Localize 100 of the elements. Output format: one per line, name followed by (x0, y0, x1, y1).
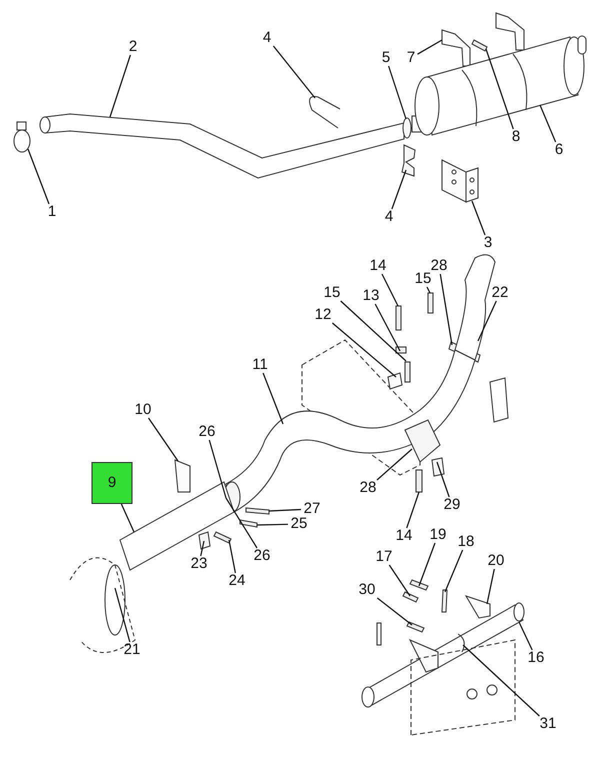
clip (441, 590, 448, 612)
clamp (198, 531, 211, 550)
bolt (240, 519, 258, 528)
leader-line (477, 300, 497, 342)
leader-line (426, 286, 431, 294)
clamp (402, 118, 412, 138)
leader-line (114, 588, 130, 642)
exhaust-pipe (119, 481, 235, 571)
callout-number: 8 (512, 129, 520, 145)
callout-number: 12 (314, 307, 332, 323)
callout-number: 15 (414, 271, 432, 287)
bolt (246, 507, 270, 515)
callout-number: 26 (254, 548, 270, 564)
leader-line (406, 492, 420, 528)
callout-number: 4 (384, 209, 394, 225)
leader-line (340, 300, 406, 362)
bolt (428, 292, 434, 314)
bolt (471, 39, 488, 52)
callout-number: 7 (406, 50, 416, 66)
bracket (496, 12, 524, 50)
callout-number: 16 (528, 650, 544, 666)
leader-line (374, 304, 401, 352)
clamp (404, 419, 441, 463)
callout-number: 5 (382, 50, 390, 66)
leader-line (208, 440, 227, 498)
bolt (406, 621, 425, 633)
callout-number: 21 (124, 642, 140, 658)
callout-number: 14 (396, 528, 412, 544)
leader-line (268, 508, 302, 512)
callout-number: 24 (228, 573, 246, 589)
callout-number: 27 (304, 501, 320, 517)
clamp (309, 96, 340, 128)
leader-line (391, 170, 407, 210)
leader-line (436, 462, 450, 498)
leader-line (381, 274, 399, 306)
leader-line (376, 598, 412, 626)
leader-line (120, 504, 135, 532)
leader-line (539, 104, 556, 142)
callout-number: 11 (252, 357, 268, 373)
bracket (464, 595, 490, 619)
leader-line (332, 322, 396, 378)
leader-line (485, 48, 514, 130)
callout-number: 17 (376, 549, 392, 565)
leader-line (27, 148, 50, 204)
leader-line (418, 542, 436, 586)
clamp (14, 122, 30, 152)
leader-line (226, 498, 258, 548)
callout-number: 20 (488, 553, 504, 569)
callout-number: 28 (360, 480, 376, 496)
callout-number: 4 (262, 30, 272, 46)
leader-line (272, 46, 316, 98)
leader-line (444, 550, 464, 592)
callout-number: 14 (370, 258, 386, 274)
clip (376, 622, 382, 646)
callout-number: 2 (128, 39, 138, 55)
leader-line (109, 54, 131, 118)
leader-line (200, 540, 205, 556)
bracket (442, 29, 470, 66)
callout-number: 22 (492, 285, 508, 301)
clamp (401, 144, 416, 177)
leader-line (486, 568, 495, 604)
callout-number: 3 (484, 235, 492, 251)
bolt (416, 470, 422, 492)
callout-number: 29 (444, 497, 460, 513)
callout-number: 13 (362, 288, 380, 304)
leader-line (440, 274, 453, 346)
clamp (431, 457, 445, 477)
leader-line (262, 372, 284, 424)
callout-number: 19 (430, 527, 446, 543)
bracket (442, 159, 478, 203)
bolt (404, 362, 410, 382)
highlighted-callout-number: 9 (92, 462, 132, 504)
bracket (174, 459, 190, 492)
leader-line (471, 200, 486, 236)
leader-line (388, 66, 407, 120)
frame-rail (410, 639, 516, 736)
bracket (408, 639, 438, 673)
callout-number: 23 (190, 556, 208, 572)
leader-line (256, 524, 288, 526)
callout-number: 30 (358, 582, 376, 598)
leader-line (518, 622, 533, 650)
callout-number: 1 (48, 204, 56, 220)
bracket (387, 372, 403, 390)
leader-line (462, 644, 540, 716)
callout-number: 25 (290, 516, 308, 532)
leader-line (148, 418, 178, 462)
bolt (213, 531, 232, 544)
callout-number: 15 (324, 285, 340, 301)
exhaust-pipe (226, 350, 476, 512)
callout-number: 26 (198, 424, 216, 440)
leader-line (228, 540, 236, 574)
leader-line (417, 39, 442, 55)
callout-number: 31 (540, 716, 556, 732)
callout-number: 28 (430, 258, 448, 274)
bolt (396, 306, 402, 330)
leader-line (388, 564, 410, 596)
callout-number: 18 (458, 534, 474, 550)
callout-number: 6 (554, 142, 564, 158)
exhaust-pipe (40, 114, 404, 179)
bolt (409, 579, 429, 591)
